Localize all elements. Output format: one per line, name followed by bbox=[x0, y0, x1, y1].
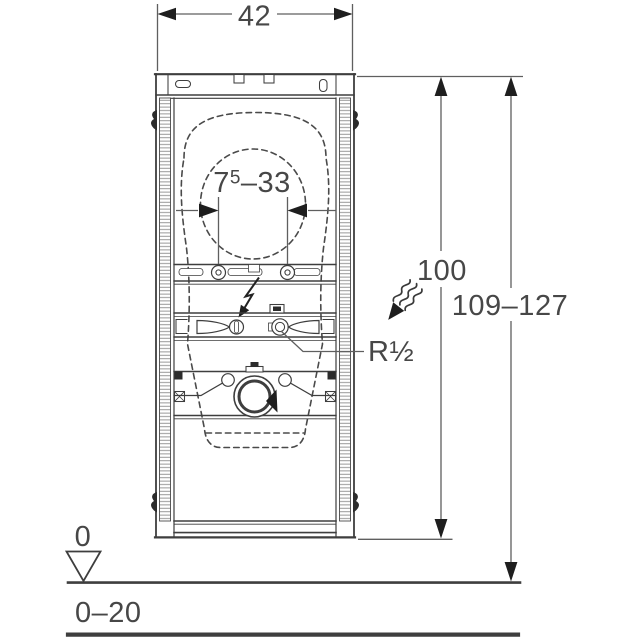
urinal-bowl-outline bbox=[199, 148, 307, 260]
water-connection-callout: R½ bbox=[280, 330, 414, 368]
dimension-label-frame-height: 100 bbox=[417, 255, 467, 287]
dimension-arrow-down bbox=[504, 562, 518, 582]
fixing-rail bbox=[173, 263, 337, 285]
fitting-lens-left bbox=[196, 319, 231, 335]
dimension-arrow-left bbox=[287, 203, 307, 218]
dimension-arrow-up bbox=[434, 76, 448, 96]
wall-fixing-clips bbox=[151, 110, 359, 513]
fixing-bolt-left bbox=[210, 264, 227, 281]
dimension-installation-height: 109–127 bbox=[452, 76, 568, 582]
top-notch-left bbox=[233, 73, 245, 84]
frame-uprights bbox=[159, 97, 351, 538]
top-notch-right bbox=[263, 73, 275, 84]
water-connection-fitting bbox=[271, 318, 289, 336]
dimension-label-frame-width: 42 bbox=[238, 1, 271, 33]
floor-datum: 0 0–20 bbox=[64, 521, 522, 637]
top-slot-right bbox=[318, 78, 328, 93]
dimension-label-outlet-spacing: 75–33 bbox=[213, 167, 291, 199]
water-connection-label: R½ bbox=[368, 336, 414, 368]
dimension-arrow-down bbox=[434, 519, 448, 539]
dimension-arrow-right bbox=[199, 203, 219, 218]
frame-outline bbox=[153, 73, 357, 539]
lightning-bolt-icon bbox=[238, 276, 260, 318]
datum-zero-label: 0 bbox=[75, 521, 92, 553]
drain-rail bbox=[173, 362, 337, 420]
frame-top-rail bbox=[155, 73, 355, 99]
dimension-frame-width: 42 bbox=[156, 1, 354, 71]
dimension-outlet-spacing: 75–33 bbox=[176, 167, 336, 264]
dimension-label-installation-height: 109–127 bbox=[452, 290, 568, 322]
fitting-lens-right bbox=[287, 319, 320, 335]
water-flow-icon bbox=[388, 278, 423, 320]
floor-buildup-label: 0–20 bbox=[75, 597, 142, 629]
dimension-arrow-left bbox=[157, 7, 176, 21]
dimension-arrow-right bbox=[334, 7, 353, 21]
dimension-frame-height: 100 bbox=[357, 75, 523, 540]
fittings-rail bbox=[173, 303, 337, 341]
clip-icon bbox=[353, 110, 359, 131]
datum-triangle-icon bbox=[64, 550, 103, 583]
top-slot-left bbox=[174, 79, 192, 89]
clip-icon bbox=[151, 492, 157, 513]
dimension-arrow-up bbox=[504, 76, 518, 96]
clip-icon bbox=[151, 110, 157, 131]
clip-icon bbox=[353, 492, 359, 513]
frame-bottom-rail bbox=[173, 520, 337, 534]
fixing-bolt-right bbox=[279, 264, 296, 281]
